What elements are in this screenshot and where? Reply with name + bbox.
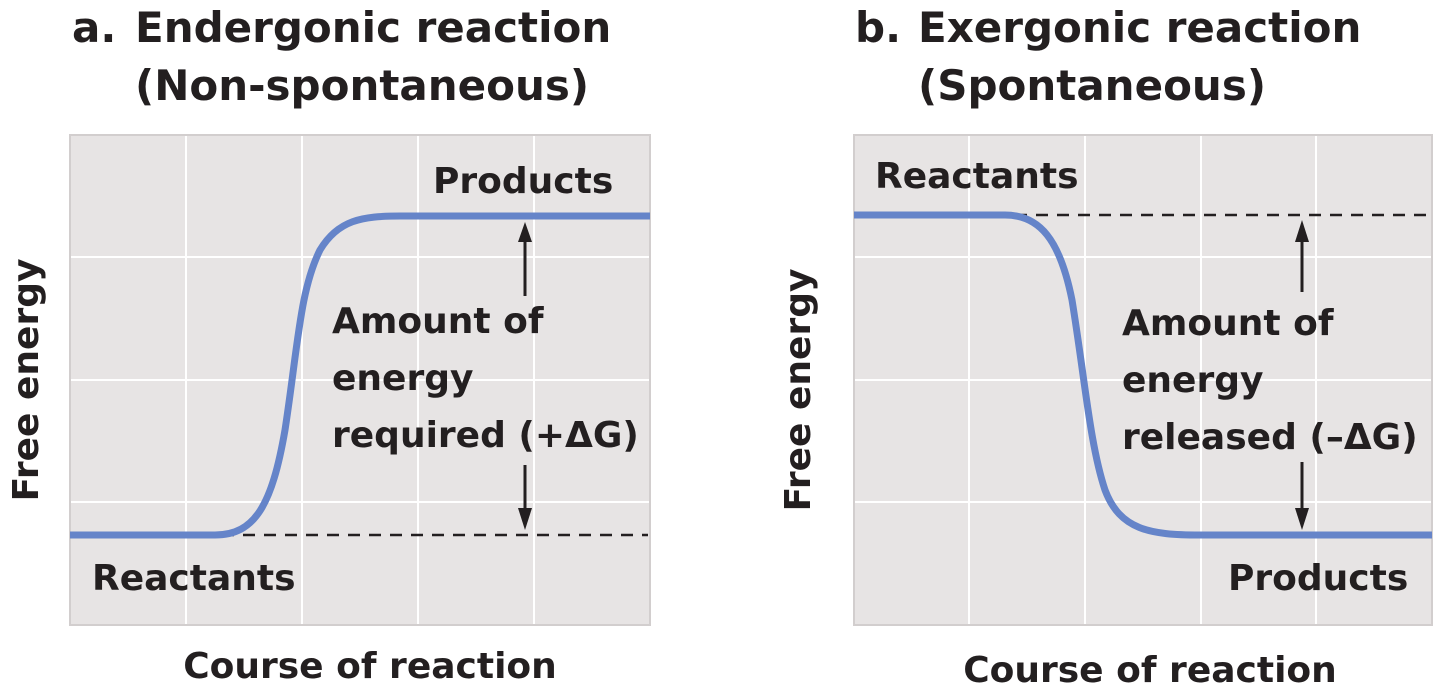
panel-b-annotation-line2: energy (1122, 360, 1263, 401)
panel-exergonic: b. Exergonic reaction (Spontaneous) Reac… (778, 3, 1433, 691)
panel-b-products-label: Products (1228, 558, 1408, 599)
panel-b-title-line1: Exergonic reaction (918, 3, 1361, 52)
panel-a-reactants-label: Reactants (92, 558, 296, 599)
panel-b-energy-curve (854, 211, 1432, 539)
panel-b-letter: b. (855, 3, 901, 52)
panel-a-y-axis-label: Free energy (6, 259, 47, 502)
panel-b-y-axis-label: Free energy (778, 269, 819, 512)
panel-a-letter: a. (72, 3, 116, 52)
panel-a-grid (71, 136, 649, 624)
panel-b-annotation-line3: released (–ΔG) (1122, 417, 1418, 458)
panel-a-annotation-line3: required (+ΔG) (332, 415, 639, 456)
panel-a-energy-curve (70, 212, 650, 539)
panel-endergonic: a. Endergonic reaction (Non-spontaneous)… (6, 3, 651, 687)
panel-a-products-label: Products (433, 161, 613, 202)
panel-a-x-axis-label: Course of reaction (183, 646, 557, 687)
panel-b-reactants-label: Reactants (875, 156, 1079, 197)
panel-a-title-line2: (Non-spontaneous) (135, 61, 589, 110)
panel-b-annotation-line1: Amount of (1122, 303, 1334, 344)
panel-a-delta-arrows (518, 222, 532, 530)
panel-b-x-axis-label: Course of reaction (963, 650, 1337, 691)
panel-b-delta-arrows (1295, 220, 1309, 530)
panel-b-title-line2: (Spontaneous) (918, 61, 1266, 110)
panel-a-annotation-line2: energy (332, 358, 473, 399)
panel-a-title-line1: Endergonic reaction (135, 3, 611, 52)
panel-a-annotation-line1: Amount of (332, 301, 544, 342)
